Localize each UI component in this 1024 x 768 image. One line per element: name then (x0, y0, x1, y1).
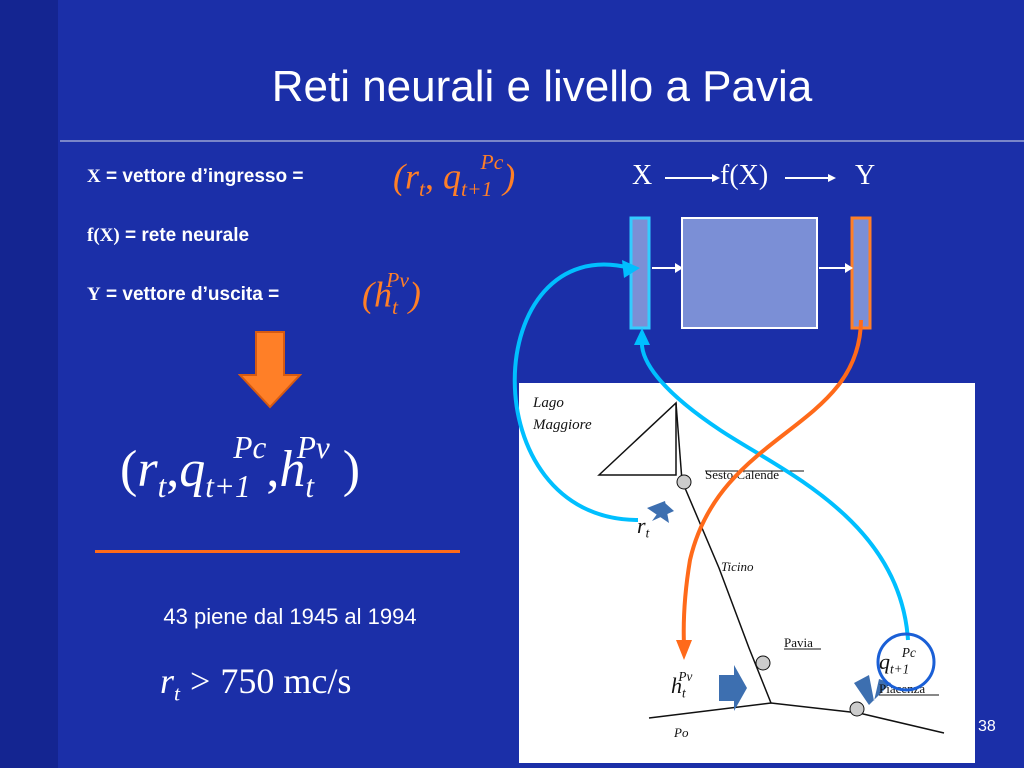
combined-vector: (rt,qt+1Pc,htPv ) (120, 430, 361, 504)
map-label-maggiore: Maggiore (533, 417, 592, 433)
x-text: = vettore d’ingresso = (100, 166, 304, 187)
input-vector: (rt, qt+1Pc) (393, 150, 516, 201)
fx-text: = rete neurale (119, 225, 250, 246)
pavia-arrow-icon (719, 665, 747, 711)
station-sesto (676, 474, 692, 490)
orange-curve-h (681, 319, 863, 646)
def-function: f(X) = rete neurale (87, 225, 249, 247)
map-label-lago: Lago (533, 395, 564, 411)
q-highlight-circle (876, 632, 936, 692)
floods-text: 43 piene dal 1945 al 1994 (163, 604, 417, 629)
threshold-condition: rt > 750 mc/s (160, 661, 352, 706)
river-map: Lago Maggiore Sesto Calende Ticino Pavia… (519, 383, 975, 763)
output-vector: (htPv) (362, 268, 421, 319)
diagram-input-label: X (632, 160, 653, 191)
x-var: X (87, 166, 101, 187)
down-arrow-icon (238, 331, 302, 409)
y-var: Y (87, 284, 101, 305)
diagram-top-arrows (665, 174, 836, 182)
y-text: = vettore d’uscita = (100, 284, 280, 305)
map-label-sesto: Sesto Calende (705, 467, 780, 482)
map-geometry (597, 401, 945, 734)
station-pavia (755, 655, 771, 671)
title-rule (60, 140, 1024, 142)
diagram-function-label: f(X) (720, 160, 769, 191)
page-number: 38 (978, 718, 996, 735)
def-output: Y = vettore d’uscita = (87, 284, 279, 306)
cyan-curve-r (512, 262, 639, 522)
map-label-po: Po (674, 725, 689, 740)
piacenza-arrow-icon (854, 675, 891, 705)
left-band (0, 0, 58, 768)
map-symbol-q: qt+1Pc (879, 645, 916, 678)
ticino-upper (675, 402, 683, 482)
map-label-pavia: Pavia (784, 635, 813, 650)
def-input: X = vettore d’ingresso = (87, 166, 303, 188)
map-symbol-r: rt (637, 513, 650, 541)
diagram-output-label: Y (855, 160, 876, 191)
hidden-box (681, 217, 818, 329)
separator-line (95, 550, 460, 553)
map-label-ticino: Ticino (721, 559, 754, 574)
lake-shape (597, 401, 677, 476)
po-river (648, 702, 945, 734)
cyan-curve-q (639, 339, 910, 641)
map-symbol-h: htPv (671, 669, 693, 701)
station-piacenza (849, 701, 865, 717)
fx-var: f(X) (87, 225, 120, 246)
slide-title: Reti neurali e livello a Pavia (271, 62, 813, 111)
